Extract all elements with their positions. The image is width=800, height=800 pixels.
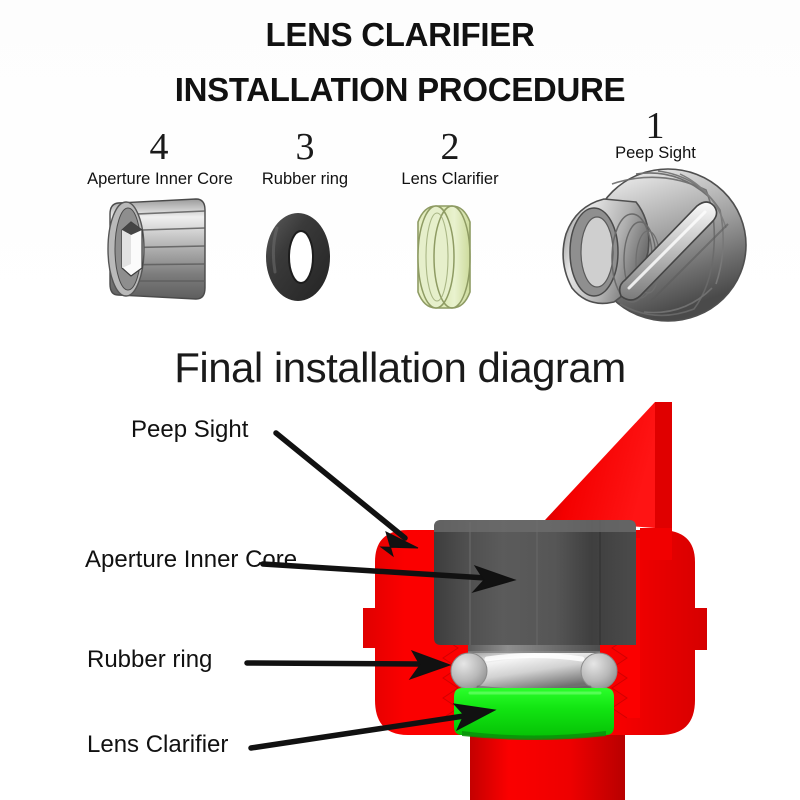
peep-sight-housing-icon	[562, 168, 747, 322]
part-number-3: 3	[295, 126, 315, 168]
part-label-peep-sight: Peep Sight	[615, 144, 696, 162]
cutaway-wedge	[545, 402, 672, 528]
o-ring-icon	[266, 213, 330, 301]
part-number-1: 1	[645, 105, 665, 147]
page-title-line-2: INSTALLATION PROCEDURE	[174, 71, 626, 108]
thread-teeth-right-edge	[611, 537, 628, 719]
callout-label-aperture-inner-core: Aperture Inner Core	[85, 546, 298, 573]
part-number-4: 4	[149, 126, 169, 168]
rubber-ring-part	[450, 652, 618, 692]
thread-teeth-left	[430, 538, 458, 718]
part-label-rubber-ring: Rubber ring	[261, 170, 349, 188]
lens-clarifier-part	[454, 688, 614, 740]
part-label-lens-clarifier: Lens Clarifier	[401, 170, 499, 188]
aperture-inner-core-part	[434, 520, 636, 676]
lens-disc-icon	[417, 205, 471, 309]
page-title-line-1: LENS CLARIFIER	[265, 16, 535, 53]
housing-body	[363, 528, 707, 800]
callout-label-rubber-ring: Rubber ring	[87, 646, 213, 673]
section-heading-final-installation: Final installation diagram	[174, 344, 626, 391]
callout-label-lens-clarifier: Lens Clarifier	[87, 731, 229, 758]
thread-teeth-right	[612, 538, 640, 718]
part-label-aperture-inner-core: Aperture Inner Core	[87, 170, 233, 188]
callout-label-peep-sight: Peep Sight	[131, 416, 249, 443]
callout-arrows	[244, 430, 517, 751]
part-number-2: 2	[440, 126, 460, 168]
thread-teeth-left-edge	[442, 537, 459, 719]
threaded-insert-icon	[107, 198, 206, 300]
